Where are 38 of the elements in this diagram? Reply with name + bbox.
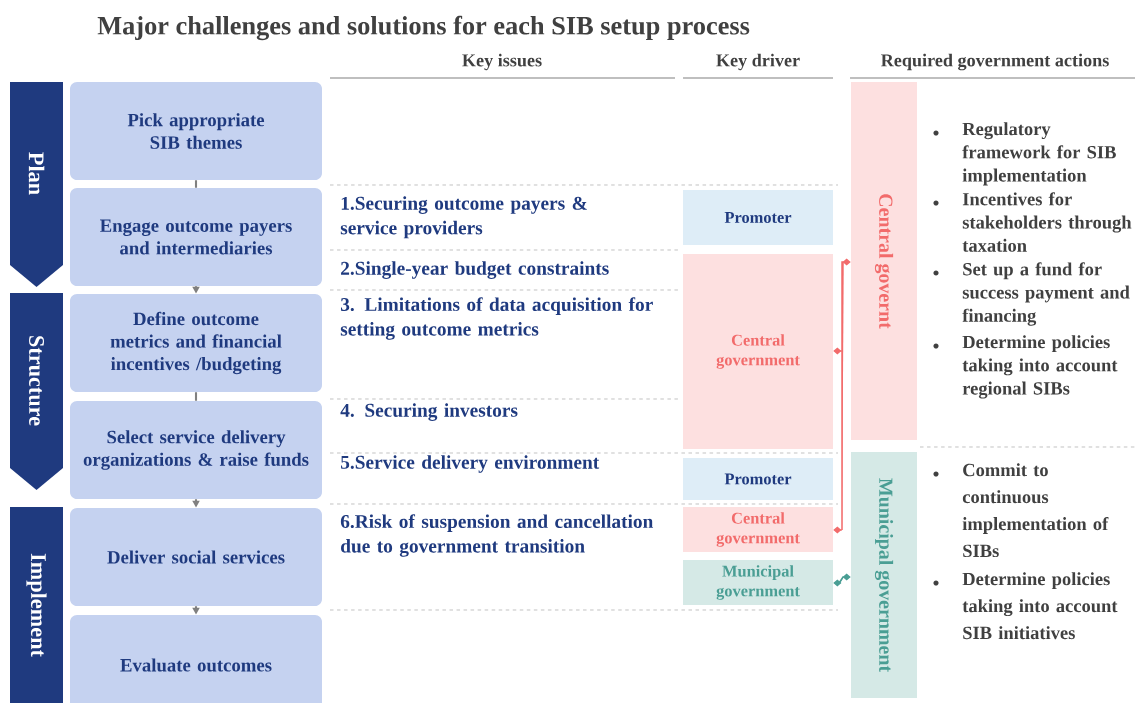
bullet-item: Incentives for stakeholders through taxation <box>933 192 1132 252</box>
connector <box>841 258 851 531</box>
connector <box>833 347 843 355</box>
connector <box>833 573 851 587</box>
bullet-item: Determine policies taking into account SIB initiatives <box>933 572 1118 640</box>
phase-banner: Structure <box>10 293 63 490</box>
connector <box>833 526 843 534</box>
column-header: Required government actions <box>881 53 1109 71</box>
driver-box: Central government <box>683 507 833 552</box>
issue-text: 2.Single-year budget constraints <box>341 261 609 279</box>
issue-text: 4. Securing investors <box>340 403 518 421</box>
issue-text: 6.Risk of suspension and cancellation due to government transition <box>340 514 654 557</box>
driver-box: Promoter <box>683 190 833 245</box>
bullet-item: Set up a fund for success payment and financing <box>933 262 1130 326</box>
column-header: Key driver <box>716 53 800 71</box>
issue-text: 5.Service delivery environment <box>341 455 600 473</box>
phase-banner: Implement <box>10 507 63 703</box>
connector <box>194 392 198 401</box>
process-box: Deliver social services <box>70 508 322 606</box>
government-band: Municipal government <box>851 452 917 698</box>
process-box: Pick appropriate SIB themes <box>70 82 322 180</box>
connector <box>194 180 198 188</box>
process-box: Define outcome metrics and financial incentives /budgeting <box>70 294 322 392</box>
bullet-item: Commit to continuous implementation of SIBs <box>933 463 1109 558</box>
process-box: Select service delivery organizations & raise funds <box>70 401 322 499</box>
phase-banner: Plan <box>10 82 63 287</box>
government-band: Central governt <box>851 82 917 440</box>
bullet-item: Determine policies taking into account regional SIBs <box>933 335 1118 399</box>
column-header: Key issues <box>462 53 542 71</box>
title: Major challenges and solutions for each SIB setup process <box>97 15 750 41</box>
issue-text: 1.Securing outcome payers & service providers <box>340 196 587 239</box>
process-box: Evaluate outcomes <box>70 615 322 703</box>
issue-text: 3. Limitations of data acquisition for setting outcome metrics <box>340 297 653 340</box>
driver-box: Central government <box>683 254 833 449</box>
driver-box: Municipal government <box>683 560 833 605</box>
driver-box: Promoter <box>683 458 833 500</box>
bullet-item: Regulatory framework for SIB implementation <box>933 122 1116 186</box>
process-box: Engage outcome payers and intermediaries <box>70 188 322 286</box>
